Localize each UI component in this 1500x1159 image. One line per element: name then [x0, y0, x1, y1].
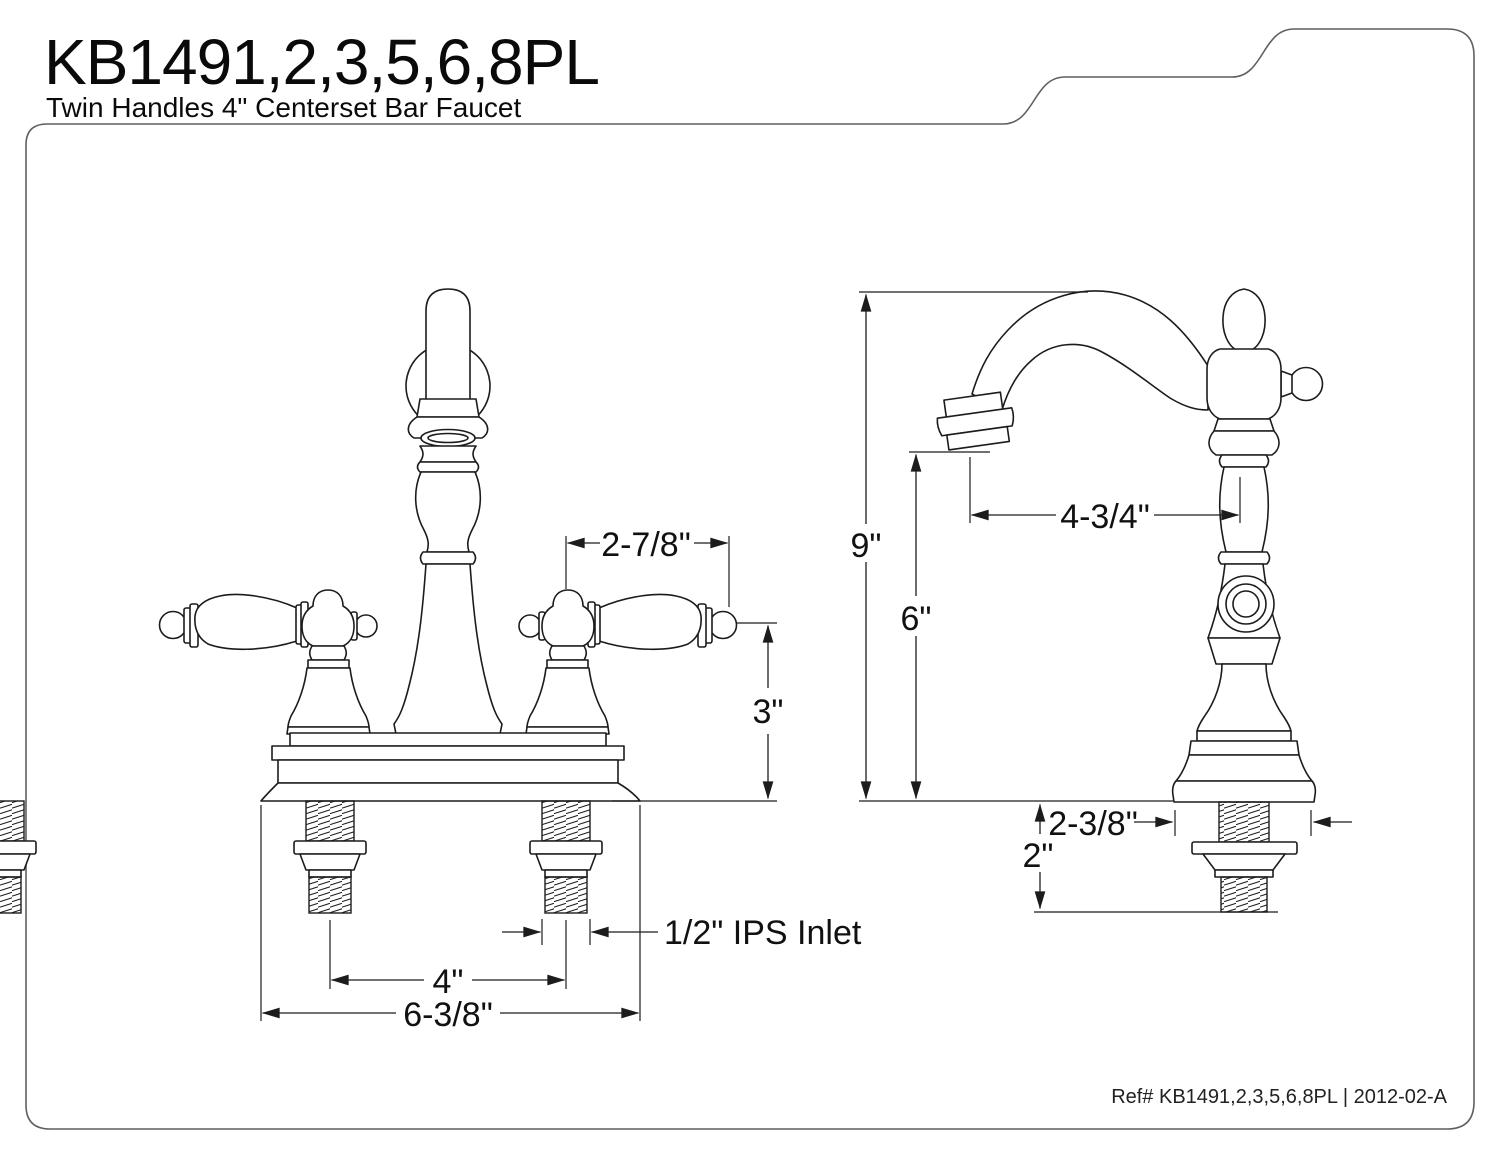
dim-spout-height: 6" — [901, 451, 990, 800]
spout-tip-side — [936, 391, 1015, 451]
handle-hub-left — [301, 589, 355, 647]
dim-spout-height-label: 6" — [901, 600, 932, 638]
handle-hub-side — [1206, 348, 1282, 420]
base-flange-side — [1171, 780, 1317, 803]
dim-centers-label: 4" — [433, 963, 464, 1001]
hub-ball-left — [354, 614, 378, 638]
front-view-drawing — [0, 288, 738, 914]
base-front — [260, 732, 641, 802]
spout-side — [971, 290, 1209, 411]
lever-left — [194, 593, 300, 651]
dim-overall-width: 6-3/8" — [260, 805, 641, 1034]
dim-deck-height: 3" — [612, 622, 784, 802]
dim-overall-width-label: 6-3/8" — [403, 996, 493, 1034]
base-cone-side — [1196, 663, 1292, 732]
dim-inlet: 1/2" IPS Inlet — [502, 914, 862, 952]
lever-side — [1222, 288, 1266, 351]
column-front — [393, 563, 503, 735]
dim-overall-height-label: 9" — [851, 527, 882, 565]
dim-handle-reach: 2-7/8" — [565, 526, 730, 607]
page-border — [25, 28, 1475, 1130]
dim-deck-height-label: 3" — [753, 693, 784, 731]
dim-overall-height: 9" — [851, 291, 1088, 800]
dim-base-width-label: 2-3/8" — [1048, 805, 1138, 843]
dim-handle-reach-label: 2-7/8" — [601, 526, 691, 564]
hub-ball-side — [1288, 366, 1324, 402]
handle-left — [158, 589, 378, 735]
shank-side — [1191, 801, 1298, 913]
shank-front — [0, 800, 37, 914]
dim-inlet-label: 1/2" IPS Inlet — [664, 914, 862, 952]
escutcheon-left — [287, 667, 370, 728]
lever-ball-left — [158, 610, 188, 640]
side-view-drawing — [936, 288, 1324, 913]
front-view-dimensions: 2-7/8" 3" 4" 6-3/8" — [260, 526, 862, 1034]
side-view-dimensions: 9" 6" 4-3/4" 2-3/8" 2" — [851, 291, 1352, 913]
dim-spout-reach: 4-3/4" — [969, 457, 1241, 536]
handle-right — [518, 589, 738, 735]
dim-shank-length: 2" — [1023, 803, 1054, 910]
dim-centers: 4" — [329, 920, 567, 1001]
page-title: KB1491,2,3,5,6,8PL — [44, 26, 599, 98]
dim-shank-length-label: 2" — [1023, 837, 1054, 875]
page-subtitle: Twin Handles 4" Centerset Bar Faucet — [46, 92, 521, 123]
dim-spout-reach-label: 4-3/4" — [1060, 498, 1150, 536]
ref-text: Ref# KB1491,2,3,5,6,8PL | 2012-02-A — [1111, 1086, 1447, 1108]
spout-tube-front — [425, 288, 471, 405]
dim-base-width: 2-3/8" — [1048, 805, 1352, 843]
